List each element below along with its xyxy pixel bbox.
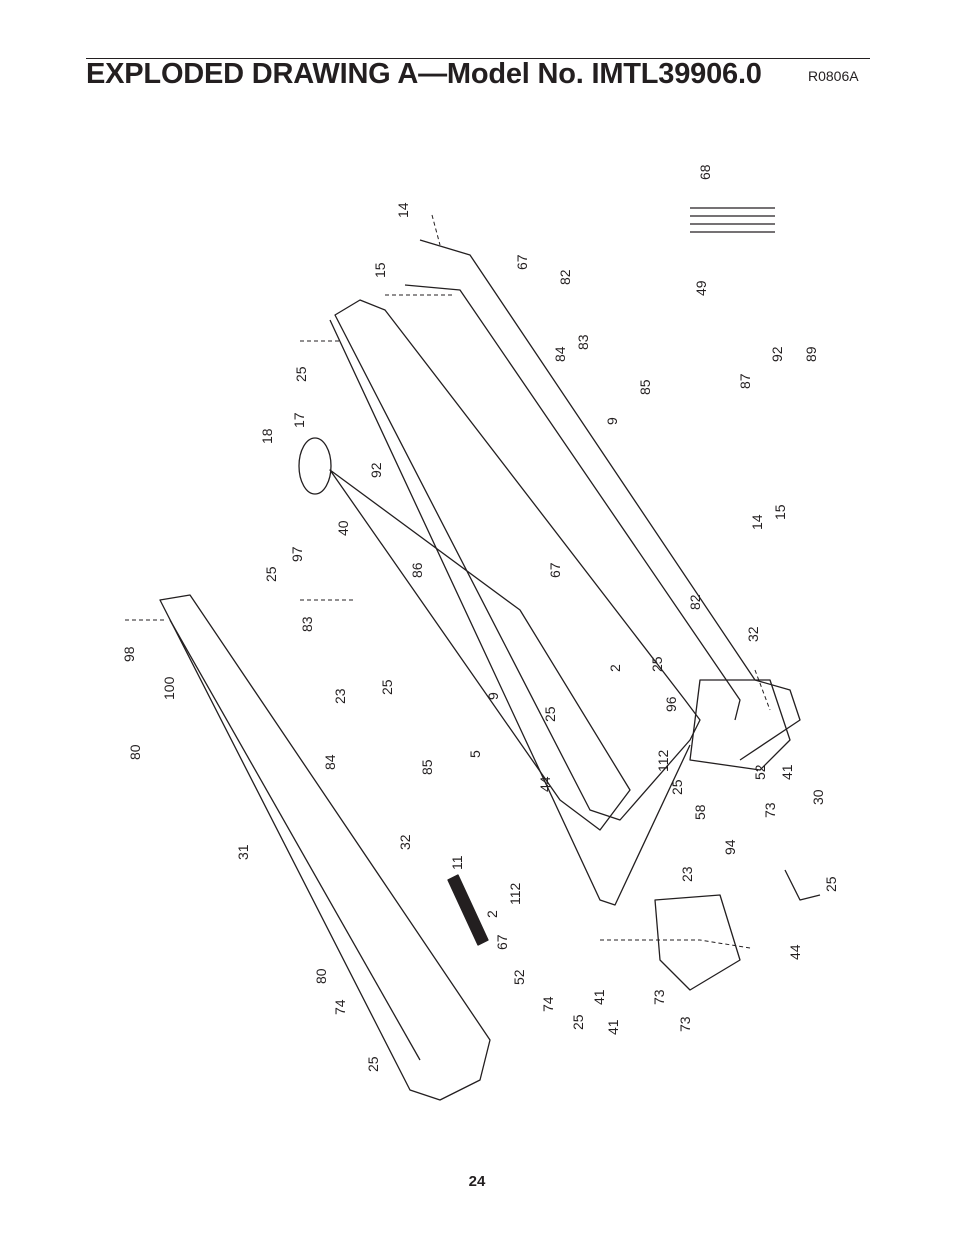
part-label: 89 xyxy=(803,346,819,362)
part-label: 112 xyxy=(507,882,523,905)
part-label: 23 xyxy=(679,866,695,882)
part-label: 52 xyxy=(511,969,527,985)
part-label: 23 xyxy=(332,688,348,704)
side-rail-98 xyxy=(329,469,631,831)
part-label: 31 xyxy=(235,844,251,860)
part-label: 96 xyxy=(663,696,679,712)
part-label: 9 xyxy=(604,417,620,425)
part-label: 40 xyxy=(335,520,351,536)
part-label: 98 xyxy=(121,646,137,662)
assembly-line xyxy=(431,214,441,246)
part-label: 25 xyxy=(823,876,839,892)
part-label: 83 xyxy=(299,616,315,632)
part-label: 67 xyxy=(494,934,510,950)
part-label: 15 xyxy=(372,262,388,278)
decal-11 xyxy=(447,874,489,946)
frame-left-rail xyxy=(329,319,691,906)
part-label: 32 xyxy=(745,626,761,642)
part-label: 67 xyxy=(547,562,563,578)
part-label: 25 xyxy=(669,779,685,795)
part-label: 87 xyxy=(737,373,753,389)
frame-body xyxy=(334,299,701,821)
hood-31 xyxy=(654,894,741,991)
pulley-17 xyxy=(298,437,332,495)
page-title: EXPLODED DRAWING A—Model No. IMTL39906.0 xyxy=(86,58,762,90)
part-label: 41 xyxy=(591,989,607,1005)
part-label: 80 xyxy=(313,968,329,984)
motor-hood-rail xyxy=(404,284,741,721)
part-label: 74 xyxy=(540,996,556,1012)
part-label: 2 xyxy=(607,664,623,672)
drawing-code: R0806A xyxy=(808,68,859,84)
part-label: 44 xyxy=(787,944,803,960)
part-label: 83 xyxy=(575,334,591,350)
wrench-94 xyxy=(784,869,821,901)
part-label: 58 xyxy=(692,804,708,820)
part-label: 73 xyxy=(762,802,778,818)
part-label: 49 xyxy=(693,280,709,296)
part-label: 52 xyxy=(752,764,768,780)
part-label: 18 xyxy=(259,428,275,444)
side-rail-inner xyxy=(169,619,421,1061)
part-label: 80 xyxy=(127,744,143,760)
part-label: 41 xyxy=(605,1019,621,1035)
base-5 xyxy=(689,679,791,771)
part-label: 86 xyxy=(409,562,425,578)
part-label: 14 xyxy=(395,202,411,218)
part-label: 73 xyxy=(651,989,667,1005)
part-label: 84 xyxy=(552,346,568,362)
part-label: 17 xyxy=(291,412,307,428)
assembly-line xyxy=(699,939,751,949)
page-number: 24 xyxy=(468,1173,486,1190)
part-label: 11 xyxy=(449,855,465,870)
upper-rail xyxy=(419,239,801,761)
part-label: 25 xyxy=(570,1014,586,1030)
header-rule xyxy=(86,58,870,59)
part-label: 82 xyxy=(557,269,573,285)
side-rail-74 xyxy=(159,594,491,1101)
part-label: 25 xyxy=(293,366,309,382)
part-label: 15 xyxy=(772,504,788,520)
part-label: 92 xyxy=(769,346,785,362)
part-label: 92 xyxy=(368,462,384,478)
part-label: 32 xyxy=(397,834,413,850)
part-label: 74 xyxy=(332,999,348,1015)
part-label: 14 xyxy=(749,514,765,530)
part-label: 97 xyxy=(289,546,305,562)
part-label: 44 xyxy=(537,776,553,792)
part-label: 5 xyxy=(467,750,483,758)
part-label: 67 xyxy=(514,254,530,270)
part-label: 68 xyxy=(697,164,713,180)
part-label: 94 xyxy=(722,839,738,855)
part-label: 25 xyxy=(649,656,665,672)
part-label: 82 xyxy=(687,594,703,610)
part-label: 41 xyxy=(779,764,795,780)
part-label: 2 xyxy=(484,910,500,918)
part-label: 85 xyxy=(637,379,653,395)
part-labels: 68 14 15 67 82 49 25 83 84 85 92 89 87 1… xyxy=(121,164,839,1072)
part-label: 9 xyxy=(485,692,501,700)
part-label: 84 xyxy=(322,754,338,770)
part-label: 112 xyxy=(655,749,671,772)
part-label: 25 xyxy=(542,706,558,722)
part-label: 100 xyxy=(161,676,177,700)
assembly-line xyxy=(754,669,771,711)
part-label: 25 xyxy=(365,1056,381,1072)
part-label: 25 xyxy=(379,679,395,695)
part-label: 25 xyxy=(263,566,279,582)
part-label: 30 xyxy=(810,789,826,805)
part-label: 85 xyxy=(419,759,435,775)
part-label: 73 xyxy=(677,1016,693,1032)
